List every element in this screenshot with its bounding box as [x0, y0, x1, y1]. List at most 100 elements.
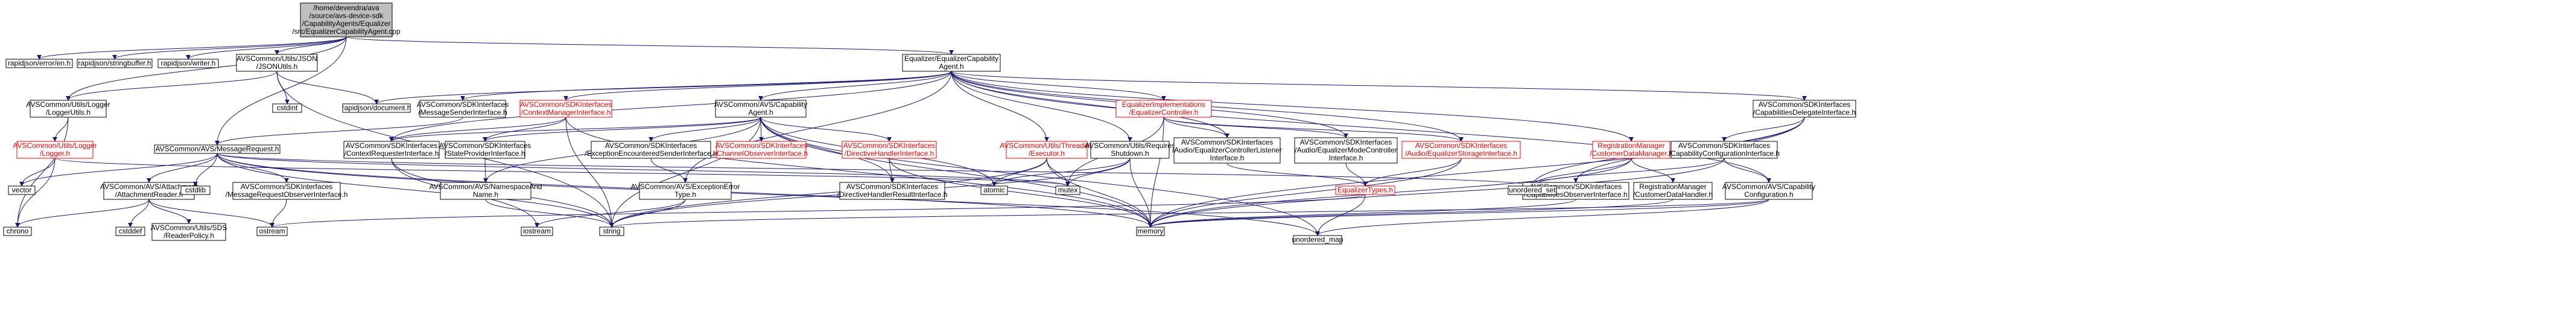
node-vector[interactable]: vector — [8, 185, 36, 195]
node-msg-sender[interactable]: AVSCommon/SDKInterfaces/MessageSenderInt… — [417, 100, 509, 118]
node-label: AVSCommon/SDKInterfaces — [1759, 100, 1851, 109]
node-eq-listener[interactable]: AVSCommon/SDKInterfaces/Audio/EqualizerC… — [1172, 137, 1282, 164]
edge-cap-observer-to-memory — [1148, 199, 1576, 228]
node-dir-result[interactable]: AVSCommon/SDKInterfaces/DirectiveHandler… — [837, 182, 948, 200]
node-string[interactable]: string — [599, 227, 624, 236]
node-cstddef[interactable]: cstddef — [115, 227, 145, 236]
node-label: EqualizerImplementations — [1122, 100, 1205, 109]
node-box — [842, 141, 937, 159]
node-msg-request[interactable]: AVSCommon/AVS/MessageRequest.h — [154, 144, 281, 154]
node-label: AVSCommon/Utils/Logger — [26, 100, 110, 109]
node-box — [1633, 182, 1713, 200]
edge-msg-request-to-vector — [19, 153, 218, 187]
edge-cust-handler-to-memory — [1148, 199, 1673, 228]
node-label: ostream — [259, 227, 285, 236]
node-error-lang[interactable]: rapidjson/error/en.h — [5, 59, 73, 68]
node-msg-req-obs[interactable]: AVSCommon/SDKInterfaces/MessageRequestOb… — [226, 182, 348, 200]
edge-ctx-mgr-to-ctx-req — [389, 117, 566, 142]
node-box — [1592, 141, 1670, 159]
node-eq-impl[interactable]: EqualizerImplementations/EqualizerContro… — [1115, 100, 1212, 118]
edge-root-to-error-lang — [37, 36, 347, 60]
node-root[interactable]: /home/devendra/ava/source/avs-device-sdk… — [292, 2, 401, 37]
node-dir-handler[interactable]: AVSCommon/SDKInterfaces/DirectiveHandler… — [842, 141, 937, 159]
edge-eq-impl-to-eq-listener — [1163, 117, 1229, 138]
node-box — [256, 227, 288, 236]
node-box — [716, 141, 807, 159]
node-thread-exec[interactable]: AVSCommon/Utils/Threading/Executor.h — [1000, 141, 1094, 159]
node-reg-mgr[interactable]: RegistrationManager/CustomerDataManager.… — [1590, 141, 1673, 159]
node-cstdint[interactable]: cstdint — [272, 103, 302, 113]
node-eq-storage[interactable]: AVSCommon/SDKInterfaces/Audio/EqualizerS… — [1401, 141, 1521, 159]
node-attach-reader[interactable]: AVSCommon/AVS/Attachment/AttachmentReade… — [100, 182, 198, 200]
node-label: AVSCommon/AVS/Attachment — [100, 182, 198, 191]
node-label: rapidjson/error/en.h — [8, 59, 71, 68]
node-label: /home/devendra/ava — [313, 4, 379, 12]
node-box — [1670, 141, 1778, 159]
node-cust-handler[interactable]: RegistrationManager/CustomerDataHandler.… — [1633, 182, 1713, 200]
node-unordered-map[interactable]: unordered_map — [1292, 235, 1344, 245]
edge-cap-config-if-to-unordered-set — [1530, 158, 1725, 187]
node-box — [343, 141, 440, 159]
node-ctx-req[interactable]: AVSCommon/SDKInterfaces/ContextRequester… — [343, 141, 440, 159]
node-label: /EqualizerController.h — [1129, 108, 1199, 117]
node-label: Configuration.h — [1744, 190, 1793, 199]
node-label: AVSCommon/AVS/NamespaceAnd — [430, 182, 542, 191]
node-eq-types[interactable]: EqualizerTypes.h — [1335, 185, 1395, 195]
edge-json-utils-to-document — [276, 71, 379, 105]
node-exc-sender[interactable]: AVSCommon/SDKInterfaces/ExceptionEncount… — [585, 141, 717, 159]
node-label: AVSCommon/SDKInterfaces — [846, 182, 939, 191]
node-label: /AttachmentReader.h — [115, 190, 183, 199]
node-unordered-set[interactable]: unordered_set — [1508, 185, 1557, 195]
node-label: string — [603, 227, 620, 236]
node-state-prov[interactable]: AVSCommon/SDKInterfaces/StateProviderInt… — [439, 141, 531, 159]
node-box — [639, 182, 732, 200]
node-cap-agent[interactable]: AVSCommon/AVS/CapabilityAgent.h — [714, 100, 807, 118]
node-label: /DirectiveHandlerResultInterface.h — [837, 190, 948, 199]
node-label: EqualizerTypes.h — [1337, 186, 1393, 195]
edge-cap-config-if-to-cap-config — [1724, 158, 1771, 183]
node-writer[interactable]: rapidjson/writer.h — [157, 59, 219, 68]
node-chrono[interactable]: chrono — [3, 227, 32, 236]
node-logger[interactable]: AVSCommon/Utils/Logger/Logger.h — [13, 141, 97, 159]
edge-cap-agent-to-string — [609, 117, 761, 228]
node-cap-config-if[interactable]: AVSCommon/SDKInterfaces/CapabilityConfig… — [1669, 141, 1780, 159]
node-box — [8, 185, 36, 195]
node-eq-mode[interactable]: AVSCommon/SDKInterfaces/Audio/EqualizerM… — [1294, 137, 1398, 164]
node-box — [232, 182, 341, 200]
edge-cap-agent-to-exc-sender — [649, 117, 761, 142]
edge-msg-request-to-unordered-map — [217, 153, 1320, 236]
edge-cap-agent-to-dir-handler — [760, 117, 892, 142]
edge-exc-sender-to-exc-err-type — [650, 158, 688, 183]
node-ostream[interactable]: ostream — [256, 227, 288, 236]
node-label: /ReaderPolicy.h — [163, 231, 214, 240]
node-strbuf[interactable]: rapidjson/stringbuffer.h — [77, 59, 153, 68]
node-sds-reader[interactable]: AVSCommon/Utils/SDS/ReaderPolicy.h — [151, 223, 227, 241]
node-label: /ChannelObserverInterface.h — [715, 149, 808, 158]
node-cap-config[interactable]: AVSCommon/AVS/CapabilityConfiguration.h — [1722, 182, 1815, 200]
node-box — [300, 2, 393, 37]
node-box — [115, 227, 145, 236]
node-atomic[interactable]: atomic — [980, 185, 1008, 195]
node-chan-obs[interactable]: AVSCommon/SDKInterfaces/ChannelObserverI… — [715, 141, 808, 159]
node-json-utils[interactable]: AVSCommon/Utils/JSON/JSONUtils.h — [236, 54, 318, 72]
node-memory[interactable]: memory — [1136, 227, 1165, 236]
node-logger-utils[interactable]: AVSCommon/Utils/Logger/LoggerUtils.h — [26, 100, 110, 118]
node-label: Type.h — [674, 190, 696, 199]
node-label: AVSCommon/SDKInterfaces — [241, 182, 333, 191]
node-box — [5, 59, 73, 68]
node-label: /CustomerDataHandler.h — [1633, 190, 1713, 199]
node-label: rapidjson/document.h — [342, 104, 411, 112]
node-cstdlib[interactable]: cstdlib — [180, 185, 211, 195]
node-iostream[interactable]: iostream — [521, 227, 553, 236]
node-cap-delegate[interactable]: AVSCommon/SDKInterfaces/CapabilitiesDele… — [1753, 100, 1856, 118]
edge-msg-req-obs-to-ostream — [270, 199, 287, 228]
node-label: /Audio/EqualizerControllerListener — [1172, 146, 1282, 155]
node-mutex[interactable]: mutex — [1055, 185, 1080, 195]
edge-root-to-logger-utils — [66, 36, 347, 101]
node-document[interactable]: rapidjson/document.h — [342, 103, 411, 113]
node-ctx-mgr[interactable]: AVSCommon/SDKInterfaces/ContextManagerIn… — [519, 100, 612, 118]
node-eq-agent[interactable]: Equalizer/EqualizerCapabilityAgent.h — [902, 54, 1001, 72]
